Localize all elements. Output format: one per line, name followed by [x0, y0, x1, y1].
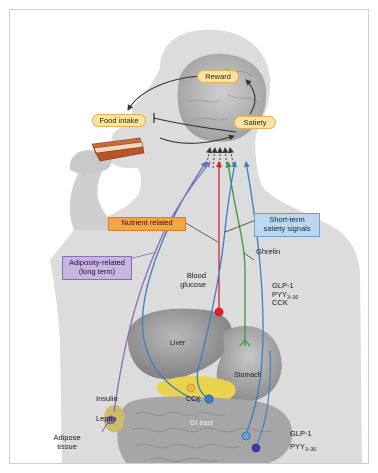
adipose-tissue-label: Adipose tissue [50, 434, 84, 451]
leptin-label: Leptin [96, 415, 116, 424]
gi-tract-organ [117, 397, 292, 465]
figure-frame: Reward Food intake Satiety Nutrient rela… [9, 9, 369, 464]
glp1-lower-label: GLP-1 [290, 430, 312, 439]
satiety-label: Satiety [234, 116, 276, 129]
reward-label: Reward [197, 70, 239, 83]
pyy-lower-text: PYY [290, 442, 305, 451]
insulin-label: Insulin [96, 395, 118, 404]
nutrient-related-box: Nutrient related [108, 217, 186, 231]
short-term-satiety-box: Short-term satiety signals [254, 213, 320, 237]
pyy-lower-label: PYY3–36 [290, 443, 316, 452]
blood-glucose-text-2: glucose [174, 281, 206, 290]
adiposity-related-box: Adiposity-related (long term) [62, 256, 132, 280]
short-term-text-2: satiety signals [258, 225, 316, 234]
upper-hormone-list: GLP-1 PYY3–36 CCK [272, 282, 298, 308]
cck-gut-label: CCK [186, 396, 201, 403]
liver-label: Liver [170, 340, 185, 347]
food-intake-label: Food intake [92, 114, 146, 127]
pyy-upper-subscript: 3–36 [287, 295, 298, 301]
glp1-node [242, 432, 250, 440]
gi-tract-label: GI tract [190, 420, 213, 427]
adiposity-text-2: (long term) [66, 268, 128, 277]
blood-glucose-label: Blood glucose [174, 272, 206, 289]
ghrelin-label: Ghrelin [256, 248, 280, 257]
stomach-label: Stomach [234, 372, 262, 379]
adipose-text-2: tissue [50, 443, 84, 452]
cck-node [187, 384, 195, 392]
insulin-node [205, 395, 213, 403]
pyy-upper-text: PYY [272, 290, 287, 299]
pyy-node [252, 444, 260, 452]
nutrient-related-text: Nutrient related [121, 218, 172, 227]
blood-glucose-node [215, 308, 224, 317]
pyy-lower-subscript: 3–36 [305, 447, 316, 453]
